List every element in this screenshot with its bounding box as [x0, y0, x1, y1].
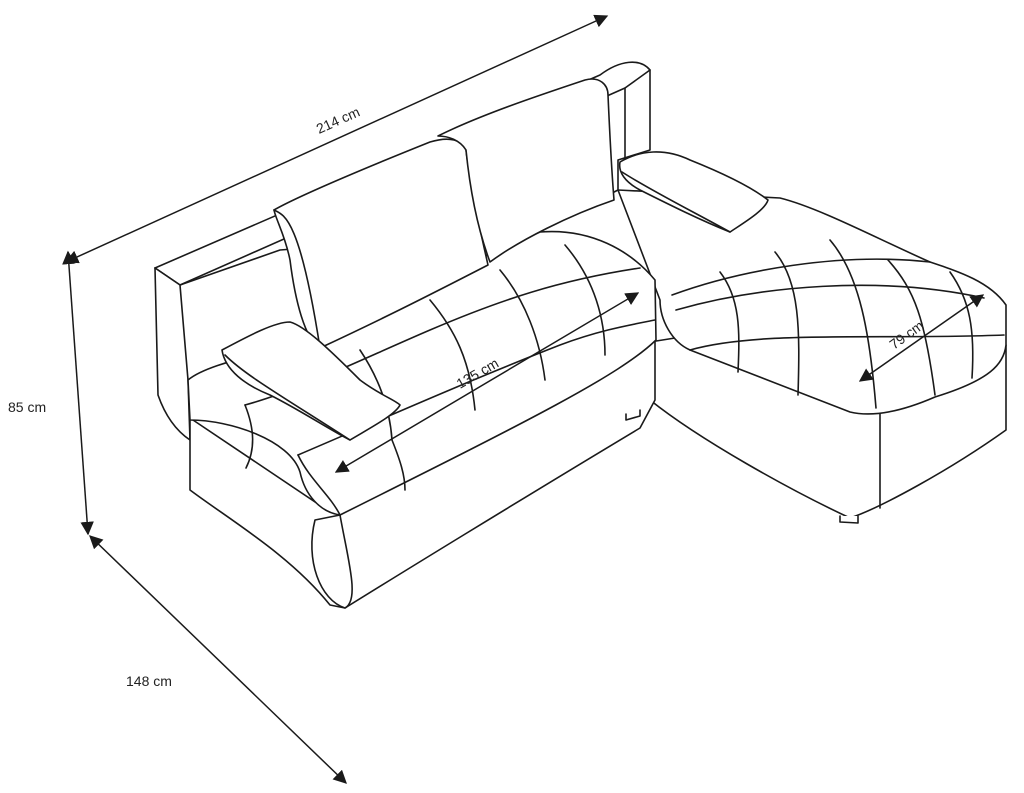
chaise-foot: [839, 515, 859, 524]
dimension-depth-line: [89, 535, 347, 784]
armrest-pillow-right: [618, 151, 769, 233]
label-height: 85 cm: [8, 399, 46, 415]
chaise-section: [617, 189, 1007, 524]
label-width: 214 cm: [314, 103, 362, 136]
front-roll: [311, 514, 353, 609]
left-side-frame: [154, 267, 191, 441]
dimension-chaise-width-line: [858, 294, 985, 382]
back-cushion-right: [437, 78, 615, 263]
dimension-width-line: [64, 14, 609, 264]
dimension-seat-width-line: [334, 292, 640, 473]
dimension-height-line: [62, 250, 94, 536]
label-depth: 148 cm: [126, 673, 172, 689]
back-cushion-left: [273, 138, 489, 349]
